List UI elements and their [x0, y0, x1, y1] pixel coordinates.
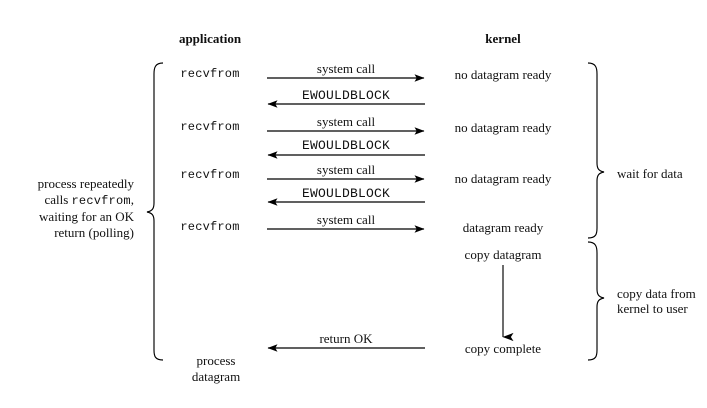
kernel-state-2: no datagram ready [454, 120, 552, 135]
kernel-state-3: no datagram ready [454, 171, 552, 186]
app-result-datagram: datagram [191, 369, 241, 384]
arrow-label-1: system call [316, 61, 376, 76]
left-note-recvfrom-mono: recvfrom [71, 194, 131, 208]
column-header-kernel: kernel [485, 31, 521, 46]
kernel-state-6: copy complete [464, 341, 542, 356]
left-brace-polling [146, 62, 164, 361]
kernel-state-5: copy datagram [464, 247, 542, 262]
app-call-recvfrom-3: recvfrom [180, 168, 240, 182]
arrow-label-4: EWOULDBLOCK [301, 138, 391, 153]
arrow-label-3: system call [316, 114, 376, 129]
brace-label-copy-data-line-2: kernel to user [617, 301, 688, 316]
left-note-line-4: return (polling) [54, 225, 134, 240]
kernel-state-4: datagram ready [462, 220, 544, 235]
arrow-label-2: EWOULDBLOCK [301, 88, 391, 103]
arrow-label-8: return OK [319, 331, 373, 346]
app-call-recvfrom-2: recvfrom [180, 120, 240, 134]
column-header-application: application [178, 31, 242, 46]
app-call-recvfrom-4: recvfrom [180, 220, 240, 234]
right-brace-wait-for-data [587, 62, 605, 239]
left-note-line-2-suffix: , [130, 192, 134, 207]
arrow-label-7: system call [316, 212, 376, 227]
left-note-line-3: waiting for an OK [39, 209, 134, 224]
arrow-label-6: EWOULDBLOCK [301, 186, 391, 201]
left-annotation-note: process repeatedly calls recvfrom, waiti… [4, 176, 134, 241]
kernel-state-1: no datagram ready [454, 67, 552, 82]
left-note-line-2-prefix: calls [44, 192, 72, 207]
left-note-line-1: process repeatedly [37, 176, 134, 191]
app-call-recvfrom-1: recvfrom [180, 67, 240, 81]
brace-label-wait-for-data: wait for data [617, 166, 683, 181]
brace-label-copy-data-line-1: copy data from [617, 286, 696, 301]
arrow-label-5: system call [316, 162, 376, 177]
app-result-process: process [196, 353, 236, 368]
right-brace-copy-data [587, 241, 605, 361]
